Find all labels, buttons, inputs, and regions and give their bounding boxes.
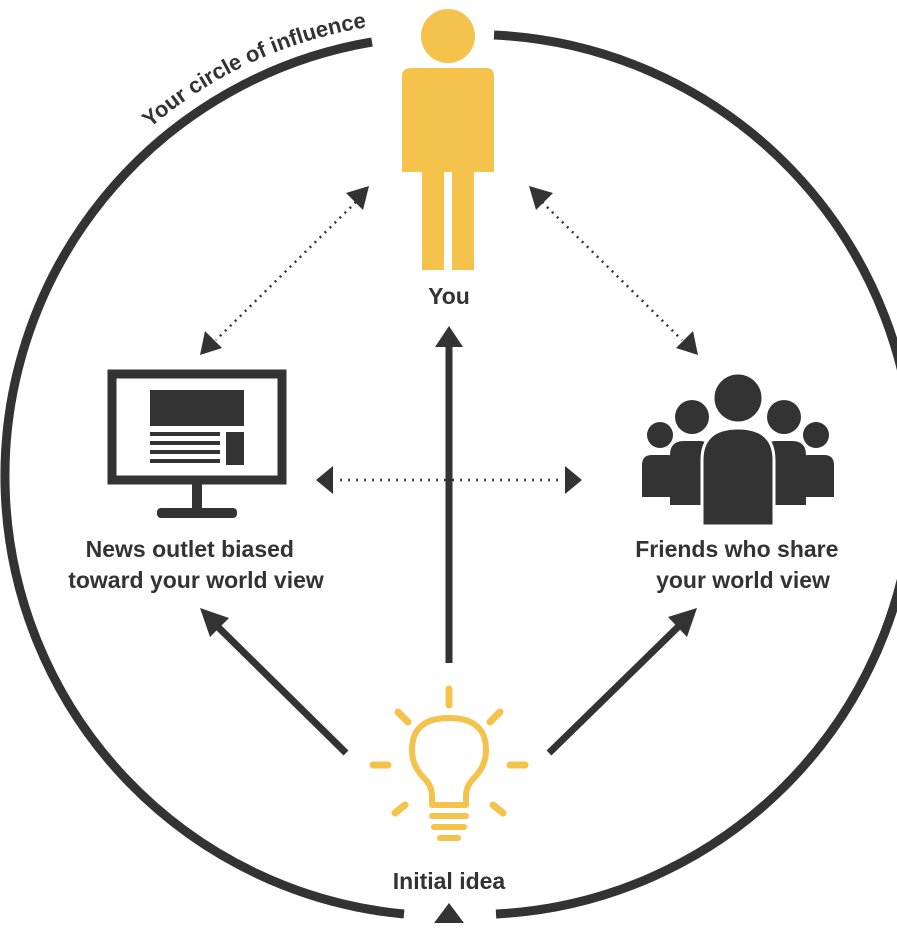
circle-label: Your circle of influence: [137, 8, 367, 132]
dotted-arrow-you-friends: [529, 186, 698, 355]
idea-label: Initial idea: [393, 868, 506, 894]
you-label: You: [428, 283, 470, 309]
news-label-line2: toward your world view: [68, 567, 324, 593]
friends-label: Friends who share your world view: [635, 536, 845, 593]
news-label-line1: News outlet biased: [86, 536, 294, 562]
monitor-icon: [107, 369, 287, 518]
arrow-idea-to-friends: [546, 608, 697, 756]
arrow-idea-to-news: [200, 608, 349, 756]
lightbulb-icon: [369, 685, 529, 841]
person-icon: [402, 9, 494, 270]
circle-outline-right: [493, 30, 897, 919]
dotted-arrow-you-news: [200, 186, 369, 355]
circle-outline-left: [0, 37, 405, 919]
dotted-arrow-news-friends: [316, 466, 582, 494]
friends-label-line2: your world view: [656, 567, 830, 593]
friends-label-line1: Friends who share: [635, 536, 838, 562]
group-icon: [642, 371, 834, 528]
news-label: News outlet biased toward your world vie…: [68, 536, 324, 593]
circle-bottom-arrowhead: [434, 903, 464, 923]
arrow-idea-to-you: [435, 326, 463, 663]
